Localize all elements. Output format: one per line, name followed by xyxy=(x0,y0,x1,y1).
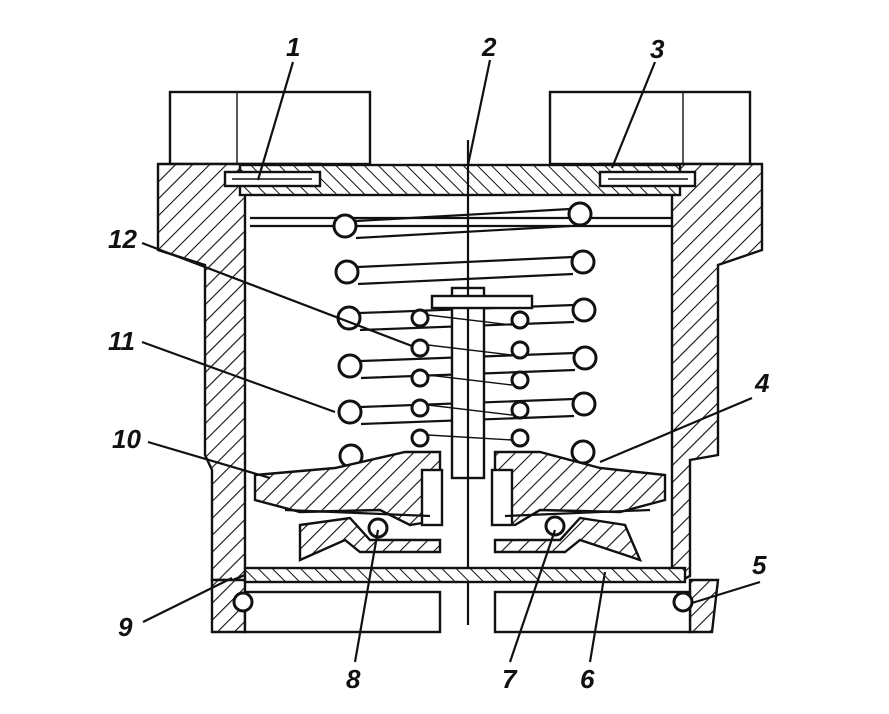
callout-10: 10 xyxy=(112,424,141,454)
leader-4 xyxy=(599,396,753,464)
inner-spring-and-stem xyxy=(410,140,534,625)
leader-7 xyxy=(508,529,557,663)
callout-2: 2 xyxy=(481,32,497,62)
callout-6: 6 xyxy=(580,664,595,694)
valve-housing xyxy=(156,162,764,634)
diaphragm-assembly xyxy=(253,450,667,562)
top-seals xyxy=(223,170,697,188)
callout-1: 1 xyxy=(286,32,300,62)
callout-4: 4 xyxy=(754,368,770,398)
callout-5: 5 xyxy=(752,550,767,580)
leader-10 xyxy=(147,440,271,480)
leader-5 xyxy=(691,580,761,605)
callout-11: 11 xyxy=(108,326,135,356)
leader-12 xyxy=(141,241,413,348)
leader-8 xyxy=(353,529,380,663)
bottom-seal xyxy=(232,566,694,613)
leader-lines xyxy=(141,59,761,663)
leader-6 xyxy=(588,571,607,663)
leader-2 xyxy=(466,59,492,166)
callout-12: 12 xyxy=(108,224,137,254)
leader-3 xyxy=(610,61,657,169)
leader-11 xyxy=(141,340,336,414)
callout-labels: 1 2 3 4 5 6 7 8 9 10 11 12 xyxy=(108,32,770,694)
top-bosses xyxy=(168,90,752,166)
callout-8: 8 xyxy=(346,664,361,694)
leader-1 xyxy=(256,61,295,181)
leader-9 xyxy=(142,577,233,623)
callout-7: 7 xyxy=(502,664,518,694)
callout-9: 9 xyxy=(118,612,133,642)
callout-3: 3 xyxy=(650,34,665,64)
